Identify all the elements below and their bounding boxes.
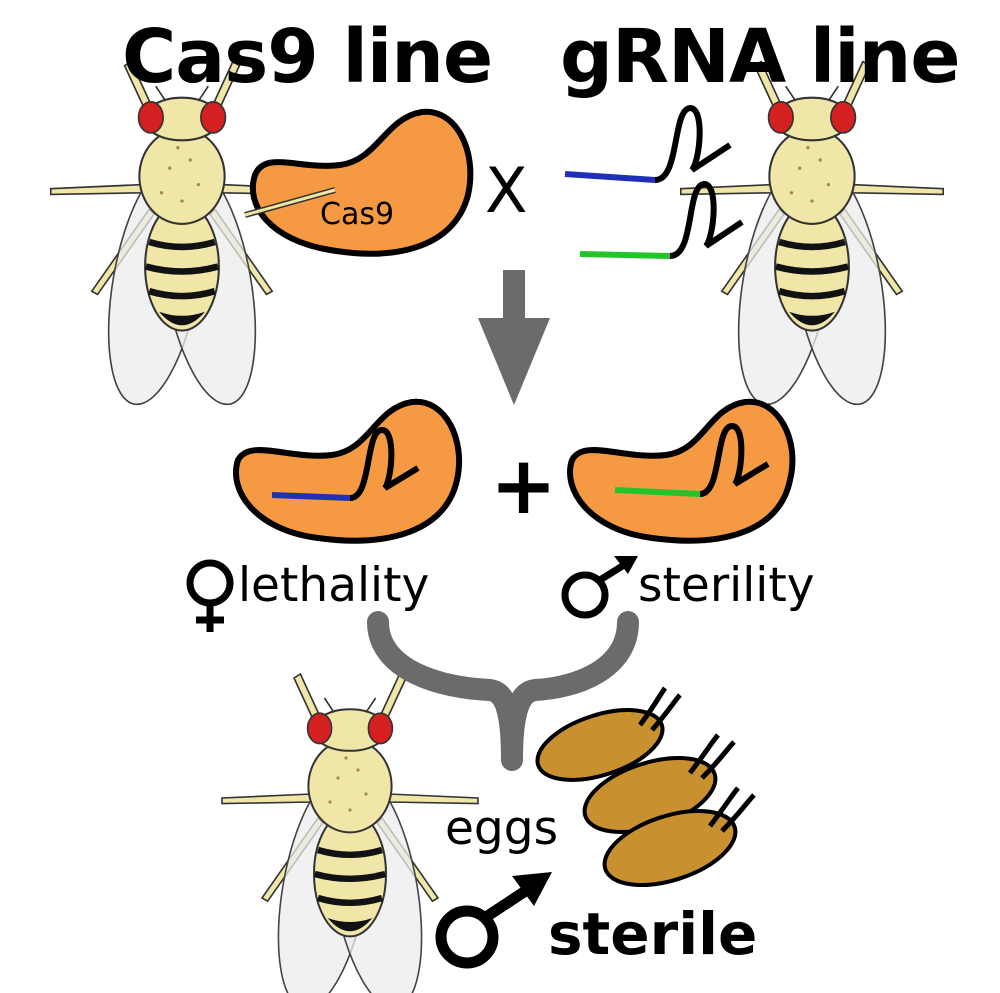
- grna-guide-blue: [564, 104, 732, 183]
- male-symbol-icon: [561, 556, 638, 619]
- cas9-line-title: Cas9 line: [122, 14, 493, 100]
- egg-1: [535, 686, 682, 782]
- egg-3: [602, 786, 756, 887]
- cas9-fly-image: [51, 62, 313, 412]
- male-sterility-label: sterility: [638, 558, 815, 613]
- complex-blue-guide: [233, 398, 463, 544]
- sterile-result-label: sterile: [548, 900, 758, 968]
- complex-green-guide: [567, 398, 796, 544]
- cas9-protein-label: Cas9: [320, 197, 395, 232]
- eggs-label: eggs: [445, 801, 559, 856]
- cross-result-arrow: [478, 270, 550, 405]
- combination-brace: [367, 611, 639, 771]
- female-lethality-label: lethality: [238, 558, 430, 613]
- grna-guide-green: [579, 180, 744, 259]
- female-symbol-icon: [186, 559, 234, 632]
- plus-symbol: +: [490, 439, 558, 532]
- male-symbol-large-icon: [435, 872, 552, 969]
- cross-symbol: X: [485, 154, 528, 227]
- cas9-protein-shape: [249, 108, 474, 257]
- grna-line-title: gRNA line: [560, 14, 961, 100]
